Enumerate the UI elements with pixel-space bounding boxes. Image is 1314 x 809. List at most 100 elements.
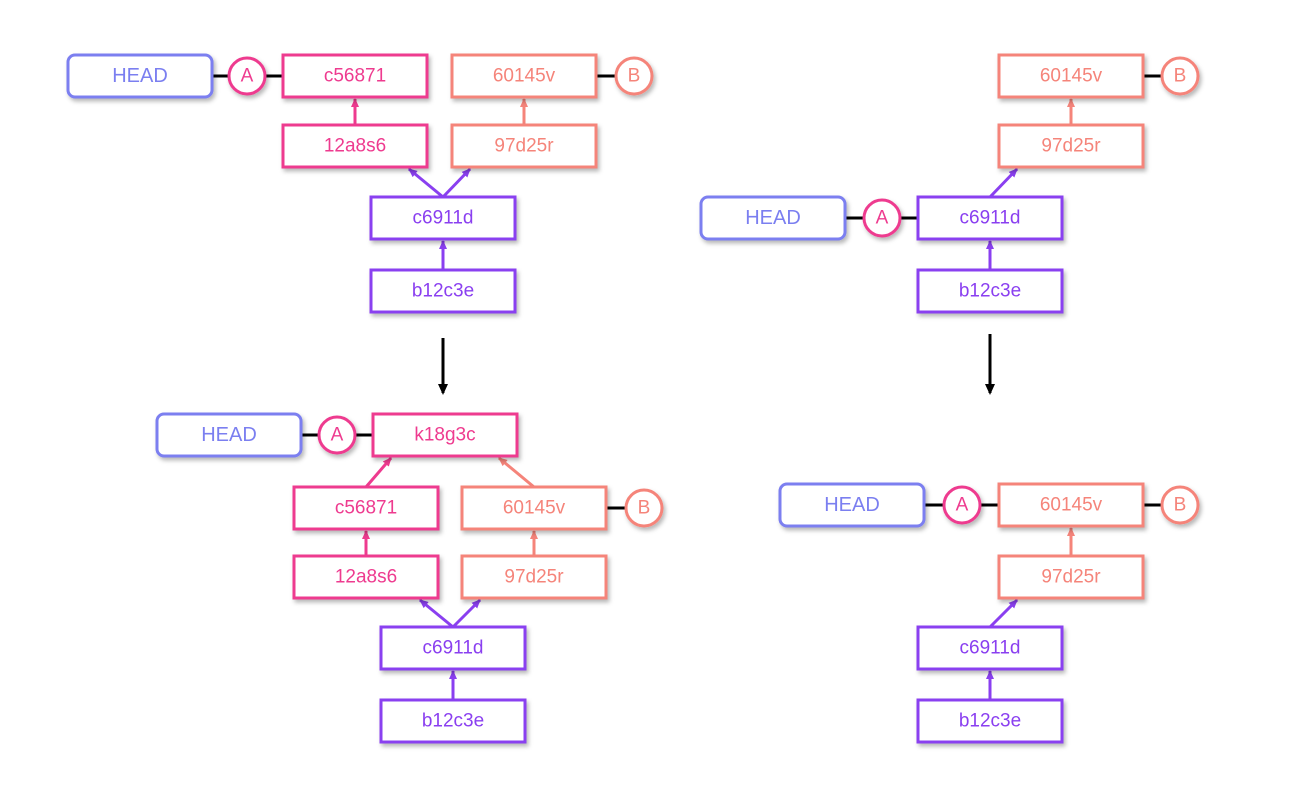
commit-box <box>379 625 527 671</box>
commit-box <box>292 554 440 600</box>
commit-label: c6911d <box>960 638 1021 659</box>
commit-label: 60145v <box>493 66 556 87</box>
commit-label: 12a8s6 <box>324 136 386 157</box>
diagram-3: HEAD 60145v 97d25r c6911d b12c3e B A <box>699 53 1200 314</box>
commit-label: 60145v <box>1040 495 1103 516</box>
commit-node-60145v: 60145v <box>997 53 1145 99</box>
commit-box <box>997 53 1145 99</box>
head-tag-label: HEAD <box>745 207 801 229</box>
branch-ref-b: B <box>614 56 654 96</box>
nodes-layer: HEAD c56871 12a8s6 60145v 97d25r c6911d b12c3e… <box>66 53 1200 744</box>
commit-label: b12c3e <box>422 711 484 732</box>
commit-node-b12c3e: b12c3e <box>916 268 1064 314</box>
branch-ref-a: A <box>227 56 267 96</box>
commit-node-c56871: c56871 <box>281 53 429 99</box>
commit-box <box>450 123 598 169</box>
branch-ref-circle <box>1160 56 1200 96</box>
commit-node-60145v: 60145v <box>450 53 598 99</box>
edge-c6911d-to-97d25r <box>988 167 1019 199</box>
branch-ref-circle <box>317 415 357 455</box>
branch-ref-a: A <box>862 198 902 238</box>
commit-label: b12c3e <box>959 281 1021 302</box>
commit-box <box>916 625 1064 671</box>
commit-node-12a8s6: 12a8s6 <box>281 123 429 169</box>
branch-ref-label: A <box>956 495 969 516</box>
branch-ref-b: B <box>624 488 664 528</box>
commit-node-c6911d: c6911d <box>916 195 1064 241</box>
branch-ref-circle <box>862 198 902 238</box>
branch-ref-label: B <box>1174 495 1187 516</box>
commit-label: 97d25r <box>1041 567 1101 588</box>
commit-box <box>997 482 1145 528</box>
commit-label: b12c3e <box>959 711 1021 732</box>
commit-box <box>371 412 519 458</box>
commit-node-c6911d: c6911d <box>379 625 527 671</box>
head-pointer: HEAD <box>778 482 926 528</box>
diagram-1: HEAD c56871 12a8s6 60145v 97d25r c6911d b12c3e… <box>66 53 654 314</box>
diagram-4: HEAD 60145v 97d25r c6911d b12c3e A B <box>778 482 1200 744</box>
head-tag-box <box>155 412 303 458</box>
commit-label: 97d25r <box>494 136 554 157</box>
commit-node-97d25r: 97d25r <box>450 123 598 169</box>
commit-node-k18g3c: k18g3c <box>371 412 519 458</box>
commit-box <box>369 195 517 241</box>
branch-ref-circle <box>942 485 982 525</box>
branch-ref-b: B <box>1160 485 1200 525</box>
head-pointer: HEAD <box>155 412 303 458</box>
commit-node-97d25r: 97d25r <box>997 123 1145 169</box>
head-tag-box <box>778 482 926 528</box>
commit-box <box>916 698 1064 744</box>
commit-node-12a8s6: 12a8s6 <box>292 554 440 600</box>
commit-node-97d25r: 97d25r <box>460 554 608 600</box>
commit-node-c6911d: c6911d <box>916 625 1064 671</box>
branch-ref-label: A <box>876 208 889 229</box>
commit-box <box>369 268 517 314</box>
commit-box <box>997 123 1145 169</box>
branch-ref-label: B <box>628 66 641 87</box>
commit-box <box>292 485 440 531</box>
branch-ref-label: B <box>1174 66 1187 87</box>
commit-node-c56871: c56871 <box>292 485 440 531</box>
commit-node-b12c3e: b12c3e <box>916 698 1064 744</box>
branch-ref-a: A <box>942 485 982 525</box>
commit-box <box>997 554 1145 600</box>
commit-box <box>460 485 608 531</box>
branch-ref-circle <box>624 488 664 528</box>
branch-ref-circle <box>1160 485 1200 525</box>
diagram-2: HEAD k18g3c c56871 12a8s6 60145v 97d25r c6911d… <box>155 412 664 744</box>
branch-ref-label: A <box>241 66 254 87</box>
commit-label: k18g3c <box>414 425 475 446</box>
commit-node-60145v: 60145v <box>460 485 608 531</box>
edge-c6911d-to-97d25r <box>441 167 472 199</box>
head-tag-box <box>699 195 847 241</box>
commit-label: b12c3e <box>412 281 474 302</box>
edge-c6911d-to-12a8s6 <box>408 167 444 199</box>
branch-ref-label: B <box>638 498 651 519</box>
commit-box <box>450 53 598 99</box>
commit-node-60145v: 60145v <box>997 482 1145 528</box>
commit-node-c6911d: c6911d <box>369 195 517 241</box>
commit-node-b12c3e: b12c3e <box>379 698 527 744</box>
commit-label: c56871 <box>335 498 397 519</box>
commit-box <box>379 698 527 744</box>
commit-label: c6911d <box>423 638 484 659</box>
edge-c6911d-to-12a8s6 <box>419 598 454 629</box>
commit-label: c56871 <box>324 66 386 87</box>
commit-label: c6911d <box>960 208 1021 229</box>
head-pointer: HEAD <box>66 53 214 99</box>
commit-label: 60145v <box>503 498 566 519</box>
branch-ref-label: A <box>331 425 344 446</box>
edge-60145v-to-k18g3c <box>498 456 535 489</box>
head-tag-box <box>66 53 214 99</box>
commit-node-97d25r: 97d25r <box>997 554 1145 600</box>
commit-box <box>460 554 608 600</box>
branch-ref-circle <box>614 56 654 96</box>
head-tag-label: HEAD <box>201 424 257 446</box>
commit-label: 60145v <box>1040 66 1103 87</box>
branch-ref-b: B <box>1160 56 1200 96</box>
edge-c6911d-to-97d25r <box>988 598 1019 629</box>
commit-box <box>281 53 429 99</box>
commit-label: 97d25r <box>1041 136 1101 157</box>
commit-label: 12a8s6 <box>335 567 397 588</box>
